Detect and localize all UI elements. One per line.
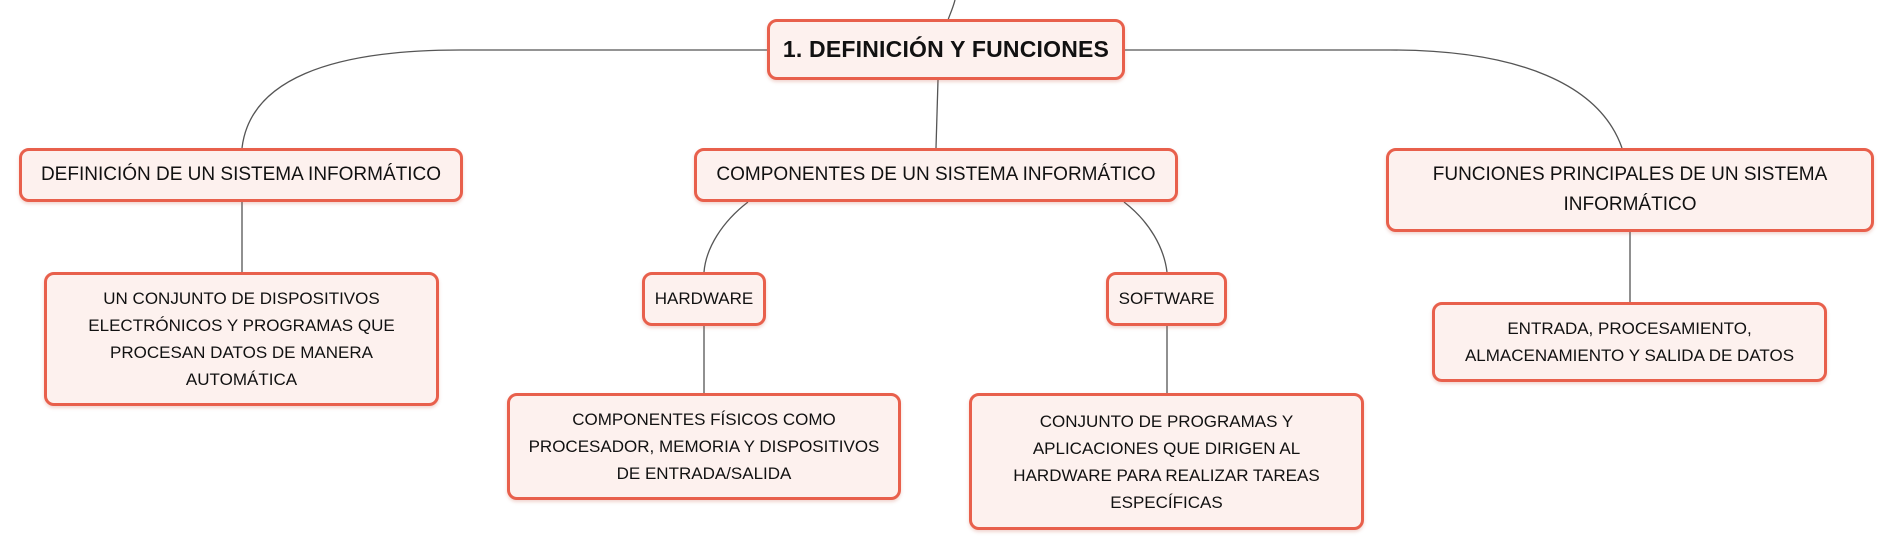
node-funciones-detail-label: ENTRADA, PROCESAMIENTO, ALMACENAMIENTO Y… <box>1464 319 1795 365</box>
connector-root-componentes <box>935 79 939 149</box>
node-componentes-label: COMPONENTES DE UN SISTEMA INFORMÁTICO <box>716 164 1156 185</box>
connector-root-funciones <box>1124 49 1623 149</box>
connector-componentes-hardware <box>703 201 749 273</box>
node-hardware-detail[interactable]: COMPONENTES FÍSICOS COMO PROCESADOR, MEM… <box>507 393 901 500</box>
node-software[interactable]: SOFTWARE <box>1106 272 1227 326</box>
node-hardware-detail-label: COMPONENTES FÍSICOS COMO PROCESADOR, MEM… <box>528 410 880 483</box>
node-definicion-detail-label: UN CONJUNTO DE DISPOSITIVOS ELECTRÓNICOS… <box>88 289 395 389</box>
node-funciones-label: FUNCIONES PRINCIPALES DE UN SISTEMA INFO… <box>1432 164 1828 215</box>
connector-root-definicion <box>241 49 768 149</box>
node-definicion-label: DEFINICIÓN DE UN SISTEMA INFORMÁTICO <box>40 164 442 185</box>
connector-componentes-software <box>1123 201 1168 273</box>
node-funciones[interactable]: FUNCIONES PRINCIPALES DE UN SISTEMA INFO… <box>1386 148 1874 232</box>
root-node-label: 1. DEFINICIÓN Y FUNCIONES <box>782 36 1110 62</box>
node-software-detail[interactable]: CONJUNTO DE PROGRAMAS Y APLICACIONES QUE… <box>969 393 1364 530</box>
node-hardware-label: HARDWARE <box>654 289 754 308</box>
node-definicion-detail[interactable]: UN CONJUNTO DE DISPOSITIVOS ELECTRÓNICOS… <box>44 272 439 406</box>
node-software-detail-label: CONJUNTO DE PROGRAMAS Y APLICACIONES QUE… <box>1013 411 1320 512</box>
node-definicion[interactable]: DEFINICIÓN DE UN SISTEMA INFORMÁTICO <box>19 148 463 202</box>
root-node[interactable]: 1. DEFINICIÓN Y FUNCIONES <box>767 19 1125 80</box>
node-software-label: SOFTWARE <box>1118 289 1215 308</box>
connector-root-top <box>947 0 956 21</box>
node-hardware[interactable]: HARDWARE <box>642 272 766 326</box>
node-funciones-detail[interactable]: ENTRADA, PROCESAMIENTO, ALMACENAMIENTO Y… <box>1432 302 1827 382</box>
node-componentes[interactable]: COMPONENTES DE UN SISTEMA INFORMÁTICO <box>694 148 1178 202</box>
